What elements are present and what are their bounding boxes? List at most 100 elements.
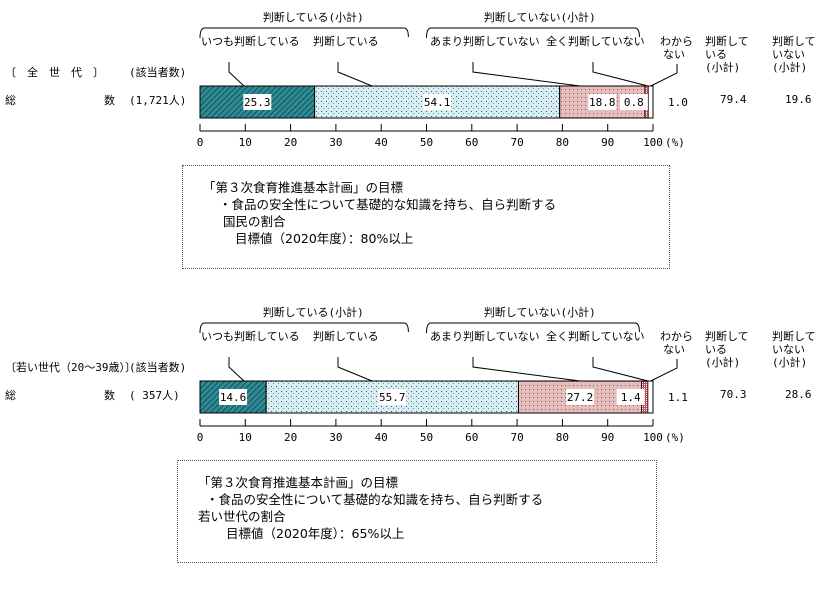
x-tick-label: 100 [643,431,663,444]
data-label: 18.8 [589,96,616,109]
x-tick-label: 20 [284,136,297,149]
category-label: いつも判断している [201,329,300,343]
x-tick-label: 90 [601,431,614,444]
leader-line [472,62,581,87]
x-tick-label: 80 [556,136,569,149]
row-label-right: 数 [104,389,115,402]
group-label-not-judging: 判断していない(小計) [484,10,596,24]
x-tick-label: 10 [239,136,252,149]
category-label-dont-know: わから [660,35,693,48]
data-label-bg [588,94,617,110]
row-n: (1,721人) [129,94,186,107]
category-label: 全く判断していない [546,34,645,48]
leader-line [650,64,678,87]
data-label: 0.8 [624,96,644,109]
brace-judging [199,322,409,334]
x-axis-unit: (%) [665,136,685,149]
x-tick-label: 30 [329,431,342,444]
category-label: あまり判断していない [430,34,540,48]
segment-dont-know [647,380,654,414]
row-n: ( 357人) [129,389,180,402]
target-box-2: 「第３次食育推進基本計画」の目標 ・食品の安全性について基礎的な知識を持ち、自ら… [177,460,657,563]
leader-line [592,357,649,382]
data-label: 55.7 [379,391,406,404]
subtotal-header: 判断して [772,34,816,48]
data-label-bg [243,94,272,110]
data-label-bg [423,94,452,110]
row-label-right: 数 [104,94,115,107]
subtotal-header: いない [772,343,805,356]
x-axis-unit: (%) [665,431,685,444]
x-tick-label: 70 [510,431,523,444]
x-tick-label: 30 [329,136,342,149]
target-line: 国民の割合 [223,214,286,229]
leader-line [337,357,373,382]
subtotal-header: 判断して [772,329,816,343]
target-title: 「第３次食育推進基本計画」の目標 [203,180,404,195]
data-label-bg [219,389,248,405]
bar-outline [199,85,654,119]
data-label: 27.2 [567,391,594,404]
x-tick-label: 50 [420,136,433,149]
row-label-left: 総 [5,93,16,107]
category-label: 判断している [313,329,379,343]
data-label: 54.1 [424,96,451,109]
leader-line [592,62,649,87]
segment-dont-know [648,85,654,119]
data-label: 1.4 [621,391,641,404]
brace-not-judging [426,322,640,334]
x-tick-label: 0 [197,136,204,149]
category-label-dont-know-2: ない [663,48,685,61]
subtotal-judging: 70.3 [720,388,747,401]
x-tick-label: 40 [375,431,388,444]
x-tick-label: 80 [556,431,569,444]
leader-line [337,62,373,87]
category-label: あまり判断していない [430,329,540,343]
bar-outline [199,380,654,414]
subtotal-header: いる [705,48,727,61]
category-label: 判断している [313,34,379,48]
data-label-bg [566,389,595,405]
x-tick-label: 10 [239,431,252,444]
subtotal-header: (小計) [772,60,807,74]
target-box-1: 「第３次食育推進基本計画」の目標 ・食品の安全性について基礎的な知識を持ち、自ら… [182,165,670,269]
x-tick-label: 0 [197,431,204,444]
data-label-bg [378,389,407,405]
subtotal-judging: 79.4 [720,93,747,106]
group-label: 〔 全 世 代 〕 [5,65,104,79]
data-label-dont-know: 1.0 [668,96,688,109]
data-label-bg [619,94,648,110]
subtotal-header: いる [705,343,727,356]
subtotal-not-judging: 19.6 [785,93,812,106]
leader-line [228,357,245,382]
x-tick-label: 60 [465,136,478,149]
n-header: (該当者数) [129,65,186,79]
target-value: 目標値（2020年度）：65%以上 [226,526,405,541]
group-label: 〔若い世代（20～39歳）〕 [5,361,136,374]
leader-line [650,359,678,382]
x-tick-label: 60 [465,431,478,444]
category-label-dont-know-2: ない [663,343,685,356]
category-label-dont-know: わから [660,330,693,343]
subtotal-header: 判断して [705,34,749,48]
x-tick-label: 20 [284,431,297,444]
x-tick-label: 50 [420,431,433,444]
x-tick-label: 70 [510,136,523,149]
target-title: 「第３次食育推進基本計画」の目標 [198,475,399,490]
subtotal-header: (小計) [705,60,740,74]
subtotal-not-judging: 28.6 [785,388,812,401]
category-label: いつも判断している [201,34,300,48]
target-line: ・食品の安全性について基礎的な知識を持ち、自ら判断する [206,492,544,507]
n-header: (該当者数) [129,360,186,374]
group-label-judging: 判断している(小計) [263,305,364,319]
brace-judging [199,27,409,39]
data-label: 14.6 [220,391,247,404]
data-label-dont-know: 1.1 [668,391,688,404]
x-tick-label: 40 [375,136,388,149]
x-tick-label: 90 [601,136,614,149]
x-tick-label: 100 [643,136,663,149]
leader-line [472,357,581,382]
target-line: ・食品の安全性について基礎的な知識を持ち、自ら判断する [219,197,557,212]
